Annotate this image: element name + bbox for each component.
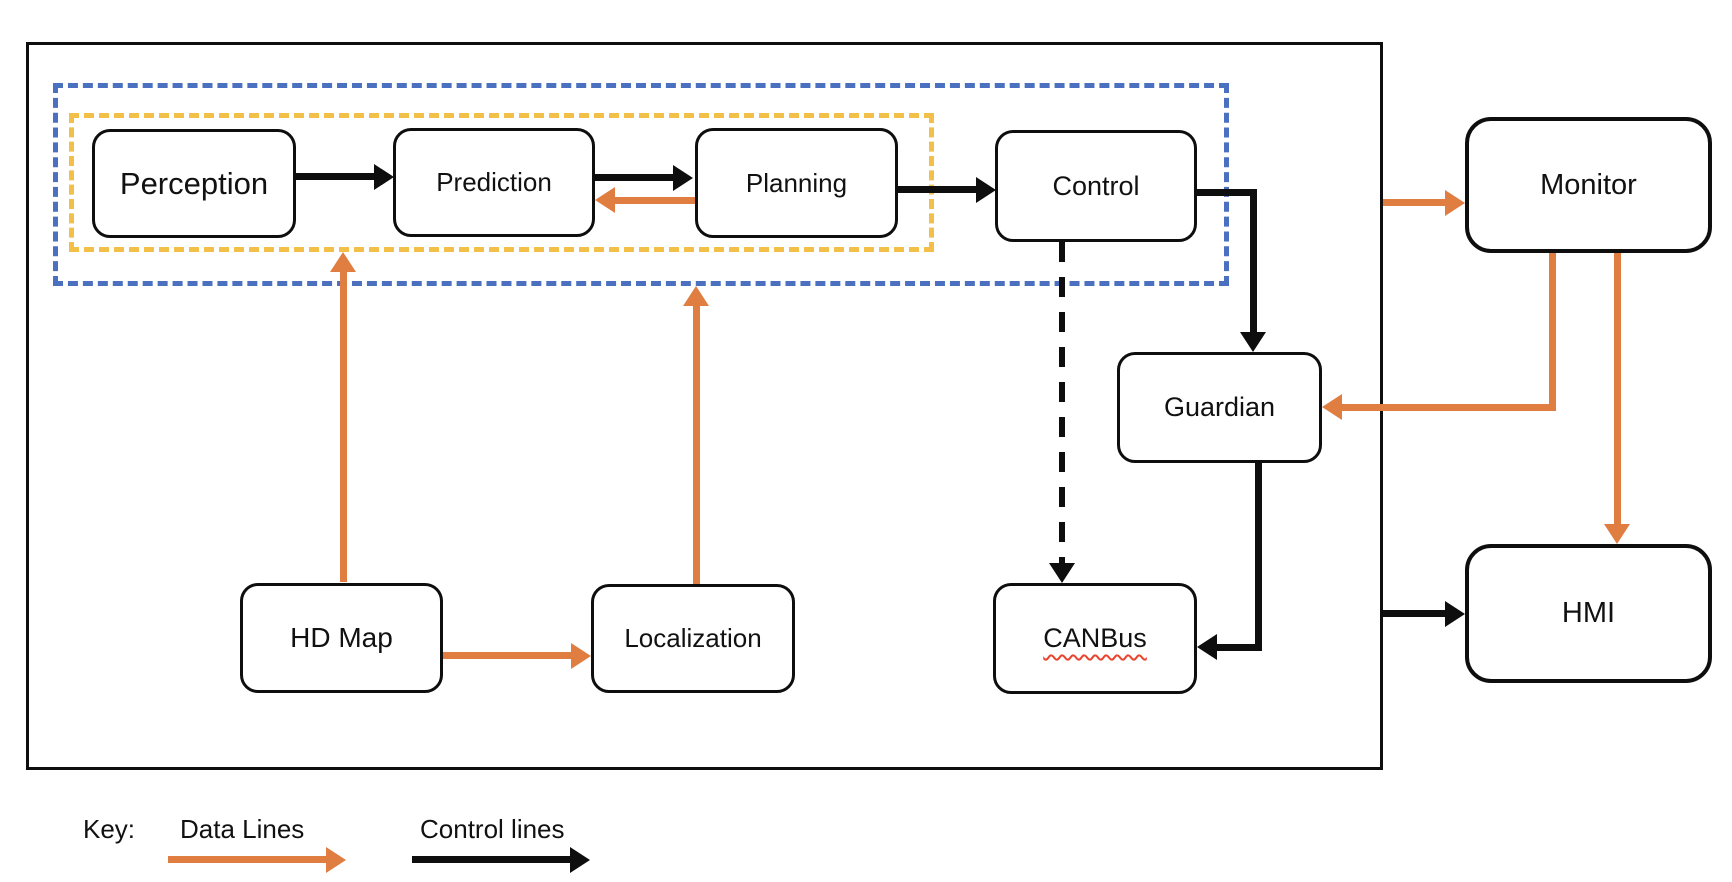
arrow-line [340,268,347,582]
arrowhead-down-icon [1049,563,1075,583]
arrow-line [1342,404,1556,411]
arrow-line [693,302,700,584]
arrowhead-right-icon [673,165,693,191]
node-guardian: Guardian [1117,352,1322,463]
node-planning: Planning [695,128,898,238]
key-control-lines-label: Control lines [420,814,565,844]
key-data-lines-label: Data Lines [180,814,305,844]
arrowhead-right-icon [1445,601,1465,627]
node-prediction: Prediction [393,128,595,237]
node-hmi: HMI [1465,544,1712,683]
node-localization: Localization [591,584,795,693]
node-hd-map: HD Map [240,583,443,693]
arrow-line [1614,253,1621,524]
arrowhead-right-icon [571,643,591,669]
blue-dashed-group-box [53,83,1229,286]
arrowhead-down-icon [1240,332,1266,352]
arrowhead-left-icon [595,187,615,213]
key-title: Key: [83,814,136,844]
dashed-arrow-line [1059,242,1065,565]
arrow-line [595,174,673,181]
arrowhead-down-icon [1604,524,1630,544]
node-hd-map-label: HD Map [290,622,393,653]
arrowhead-up-icon [683,286,709,306]
arrowhead-right-icon [570,847,590,873]
node-control: Control [995,130,1197,242]
arrow-line [898,186,976,193]
node-monitor-label: Monitor [1540,168,1637,201]
node-localization-label: Localization [624,623,762,653]
node-monitor: Monitor [1465,117,1712,253]
node-perception: Perception [92,129,296,238]
arrow-line [1255,463,1262,647]
arrowhead-left-icon [1322,394,1342,420]
arrow-line [1250,189,1257,332]
node-canbus-label: CANBus [1043,623,1147,653]
arrow-line [1197,189,1257,196]
arrow-line [296,173,374,180]
node-perception-label: Perception [119,165,269,201]
arrowhead-right-icon [374,164,394,190]
arrow-line [168,856,326,863]
node-control-label: Control [1052,170,1140,201]
arrowhead-right-icon [1445,190,1465,216]
arrowhead-right-icon [976,177,996,203]
yellow-dashed-group-box [69,113,934,252]
node-hmi-label: HMI [1561,597,1616,629]
node-planning-label: Planning [745,167,848,198]
arrow-line [1383,610,1445,617]
arrow-line [1549,253,1556,411]
arrowhead-left-icon [1197,634,1217,660]
arrowhead-up-icon [330,252,356,272]
node-prediction-label: Prediction [436,167,552,197]
arrow-line [615,197,695,204]
arrowhead-right-icon [326,847,346,873]
arrow-line [412,856,570,863]
node-guardian-label: Guardian [1163,392,1276,422]
node-canbus: CANBus [993,583,1197,694]
arrow-line [443,652,571,659]
arrow-line [1383,199,1445,206]
arrow-line [1217,644,1262,651]
